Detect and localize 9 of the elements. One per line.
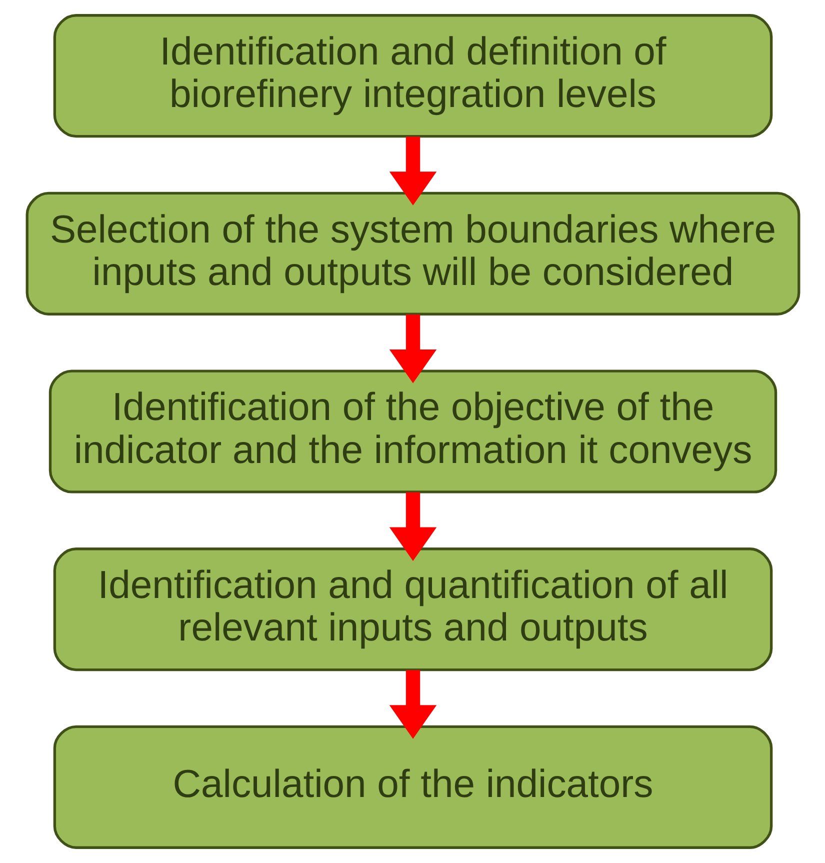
node-box: Identification of the objective of the indicator and the information it conveys (48, 370, 777, 494)
arrow (388, 670, 436, 739)
node-box: Calculation of the indicators (52, 725, 772, 849)
node-box: Identification and definition of biorefinery integration levels (52, 14, 772, 138)
arrow (388, 136, 436, 206)
node-box: Identification and quantification of all relevant inputs and outputs (52, 548, 772, 672)
arrow (388, 492, 436, 562)
arrow (388, 314, 436, 384)
node-box: Selection of the system boundaries where inputs and outputs will be considered (25, 192, 800, 316)
